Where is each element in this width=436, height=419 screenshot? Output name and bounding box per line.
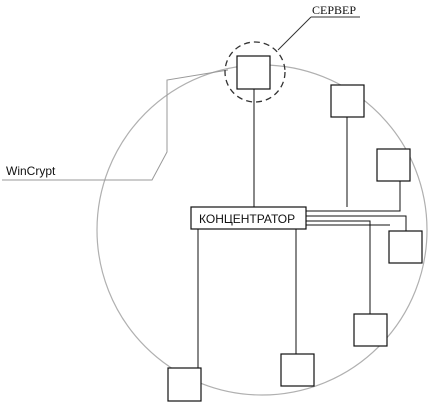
server-node <box>236 55 271 90</box>
workstation-node-2 <box>376 148 411 182</box>
workstation-node-5 <box>280 353 315 387</box>
hub-box <box>190 206 307 230</box>
wincrypt-leader-line <box>2 69 229 181</box>
workstation-node-3 <box>388 230 423 264</box>
wincrypt-label: WinCrypt <box>6 164 56 178</box>
workstation-node-1 <box>330 84 365 118</box>
link-hub-node3 <box>306 181 401 212</box>
server-leader-line <box>277 16 312 51</box>
server-label: СЕРВЕР <box>312 3 356 17</box>
link-hub-node5 <box>306 220 371 314</box>
workstation-node-4 <box>353 313 388 347</box>
hub-label: КОНЦЕНТРАТОР <box>199 212 295 226</box>
link-hub-node4 <box>306 215 407 231</box>
server-highlight-circle <box>224 41 286 103</box>
workstation-node-6 <box>167 367 202 402</box>
